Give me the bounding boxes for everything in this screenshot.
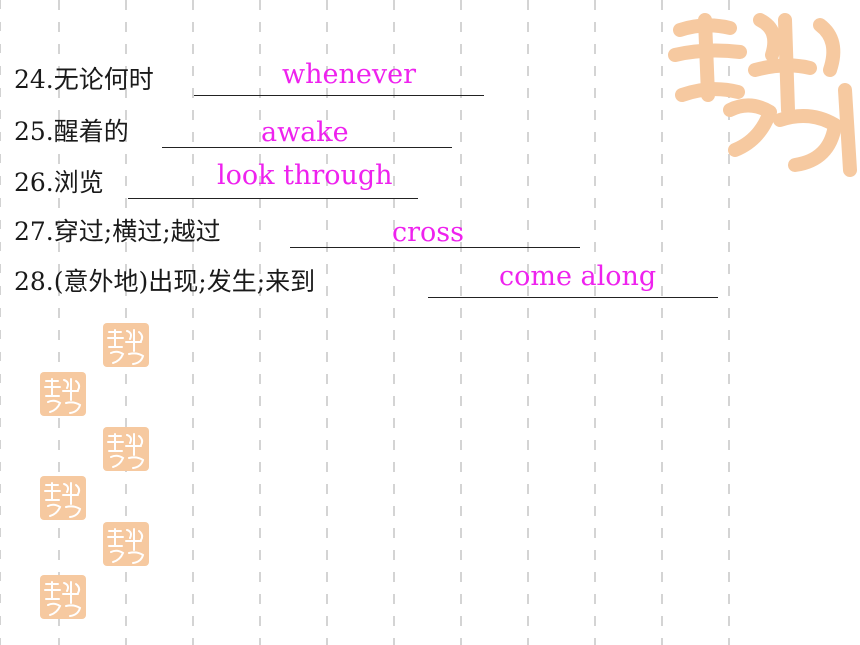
auspicious-seal-icon <box>40 476 86 520</box>
answer-blank <box>194 95 484 96</box>
question-row: 27.穿过;横过;越过 cross <box>14 208 584 248</box>
grid-line <box>527 0 529 645</box>
auspicious-seal-icon <box>103 522 149 566</box>
question-row: 28.(意外地)出现;发生;来到 come along <box>14 258 724 298</box>
question-text: 27.穿过;横过;越过 <box>14 217 221 246</box>
answer-blank <box>162 147 452 148</box>
grid-line <box>192 0 194 645</box>
question-row: 24.无论何时 whenever <box>14 56 494 96</box>
answer-text: awake <box>261 117 349 148</box>
question-text: 25.醒着的 <box>14 117 129 146</box>
grid-line <box>125 0 127 645</box>
grid-line <box>728 0 730 645</box>
auspicious-seal-icon <box>40 575 86 619</box>
answer-text: come along <box>499 261 657 292</box>
grid-line <box>259 0 261 645</box>
answer-text: look through <box>217 160 393 191</box>
grid-line <box>58 0 60 645</box>
grid-line <box>460 0 462 645</box>
answer-blank <box>428 297 718 298</box>
answer-text: cross <box>392 217 464 248</box>
question-row: 25.醒着的 awake <box>14 108 454 148</box>
answer-blank <box>128 198 418 199</box>
answer-text: whenever <box>282 59 416 90</box>
grid-line <box>326 0 328 645</box>
auspicious-seal-icon <box>103 323 149 367</box>
auspicious-seal-icon <box>103 427 149 471</box>
grid-line <box>661 0 663 645</box>
question-text: 24.无论何时 <box>14 65 154 94</box>
question-text: 26.浏览 <box>14 168 104 197</box>
question-text: 28.(意外地)出现;发生;来到 <box>14 267 316 296</box>
question-row: 26.浏览 look through <box>14 159 424 199</box>
auspicious-seal-icon <box>40 372 86 416</box>
auspicious-seal-icon <box>668 13 857 177</box>
answer-blank <box>290 247 580 248</box>
grid-line <box>393 0 395 645</box>
grid-line <box>594 0 596 645</box>
